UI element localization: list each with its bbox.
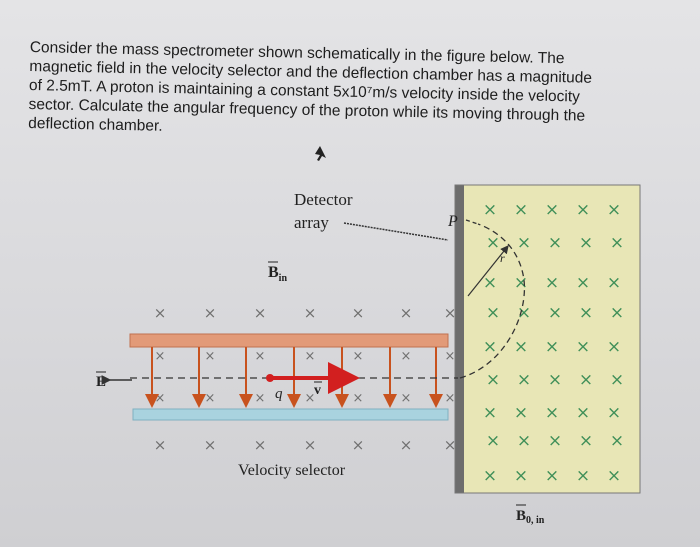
field-x-mark: × [254, 304, 267, 322]
field-x-mark: × [517, 233, 531, 253]
detector-dash [465, 219, 479, 225]
chamber-outline [454, 184, 641, 494]
field-x-mark: × [483, 337, 497, 357]
field-x-mark: × [205, 349, 216, 364]
field-x-mark: × [576, 403, 590, 423]
field-x-mark: × [607, 466, 621, 486]
detector-pointer-line [343, 222, 449, 241]
e-field-label: E [96, 374, 106, 390]
field-x-mark: × [517, 303, 531, 323]
field-x-mark: × [204, 304, 217, 322]
field-x-mark: × [445, 391, 456, 406]
field-x-mark: × [255, 349, 266, 364]
field-x-mark: × [401, 391, 412, 406]
detector-label-line1: Detector [294, 190, 353, 209]
radius-arrow [467, 245, 509, 297]
field-x-mark: × [545, 273, 559, 293]
field-x-mark: × [400, 304, 413, 322]
field-x-mark: × [579, 233, 593, 253]
field-x-mark: × [254, 436, 267, 454]
field-x-mark: × [545, 466, 559, 486]
field-x-mark: × [514, 200, 528, 220]
field-x-mark: × [305, 391, 316, 406]
radius-label: r [500, 251, 505, 265]
field-x-mark: × [486, 303, 500, 323]
detector-label-line2: array [294, 213, 329, 232]
field-x-mark: × [607, 273, 621, 293]
field-x-mark: × [486, 370, 500, 390]
field-x-mark: × [576, 200, 590, 220]
field-x-mark: × [486, 431, 500, 451]
b0-in-label: B0, in [516, 508, 545, 526]
field-x-mark: × [401, 349, 412, 364]
field-x-mark: × [486, 233, 500, 253]
field-x-mark: × [353, 391, 364, 406]
circular-trajectory [459, 223, 526, 379]
field-x-mark: × [610, 233, 624, 253]
charge-q-dot [266, 374, 274, 382]
field-x-mark: × [579, 370, 593, 390]
field-x-mark: × [205, 391, 216, 406]
field-x-mark: × [579, 431, 593, 451]
field-x-mark: × [610, 370, 624, 390]
deflection-chamber [464, 185, 640, 493]
field-x-mark: × [445, 349, 456, 364]
field-x-mark: × [545, 200, 559, 220]
field-x-mark: × [353, 349, 364, 364]
field-x-mark: × [352, 436, 365, 454]
field-x-mark: × [304, 436, 317, 454]
field-x-mark: × [517, 431, 531, 451]
field-x-mark: × [514, 273, 528, 293]
field-x-mark: × [352, 304, 365, 322]
field-x-mark: × [255, 391, 266, 406]
field-x-mark: × [517, 370, 531, 390]
field-x-mark: × [545, 337, 559, 357]
charge-label: q [275, 386, 283, 402]
velocity-selector-label: Velocity selector [238, 462, 346, 479]
field-x-mark: × [154, 304, 167, 322]
field-x-mark: × [548, 370, 562, 390]
velocity-label: v [314, 383, 321, 398]
field-x-mark: × [483, 200, 497, 220]
field-x-mark: × [400, 436, 413, 454]
chamber-wall [455, 185, 464, 493]
field-x-mark: × [155, 349, 166, 364]
field-x-mark: × [548, 303, 562, 323]
field-x-mark: × [576, 337, 590, 357]
bottom-plate [132, 408, 449, 421]
field-x-mark: × [514, 403, 528, 423]
field-x-mark: × [204, 436, 217, 454]
field-x-mark: × [576, 466, 590, 486]
field-x-mark: × [483, 403, 497, 423]
field-x-mark: × [607, 200, 621, 220]
field-x-mark: × [483, 466, 497, 486]
field-x-mark: × [514, 466, 528, 486]
field-x-mark: × [610, 303, 624, 323]
field-x-mark: × [607, 337, 621, 357]
p-label: P [447, 213, 458, 230]
field-x-mark: × [514, 337, 528, 357]
field-x-mark: × [607, 403, 621, 423]
field-x-mark: × [304, 304, 317, 322]
field-x-mark: × [579, 303, 593, 323]
top-plate [129, 333, 449, 348]
b-in-label: Bin [268, 264, 287, 284]
field-x-mark: × [444, 436, 457, 454]
field-x-mark: × [483, 273, 497, 293]
cursor-icon [315, 146, 326, 161]
field-x-mark: × [155, 391, 166, 406]
field-x-mark: × [576, 273, 590, 293]
chamber-field-x-marks: × × × × × × × × × × × × × × × × × × × × × × × × × × × × × × × × × × × × × × × ×… [483, 200, 624, 486]
field-x-mark: × [154, 436, 167, 454]
field-x-mark: × [610, 431, 624, 451]
field-x-mark: × [548, 431, 562, 451]
selector-field-x-marks: × × × × × × × × × × × × × × × × × × × × × × × × × × × × [154, 304, 457, 454]
field-x-mark: × [444, 304, 457, 322]
field-x-mark: × [305, 349, 316, 364]
field-x-mark: × [548, 233, 562, 253]
field-x-mark: × [545, 403, 559, 423]
